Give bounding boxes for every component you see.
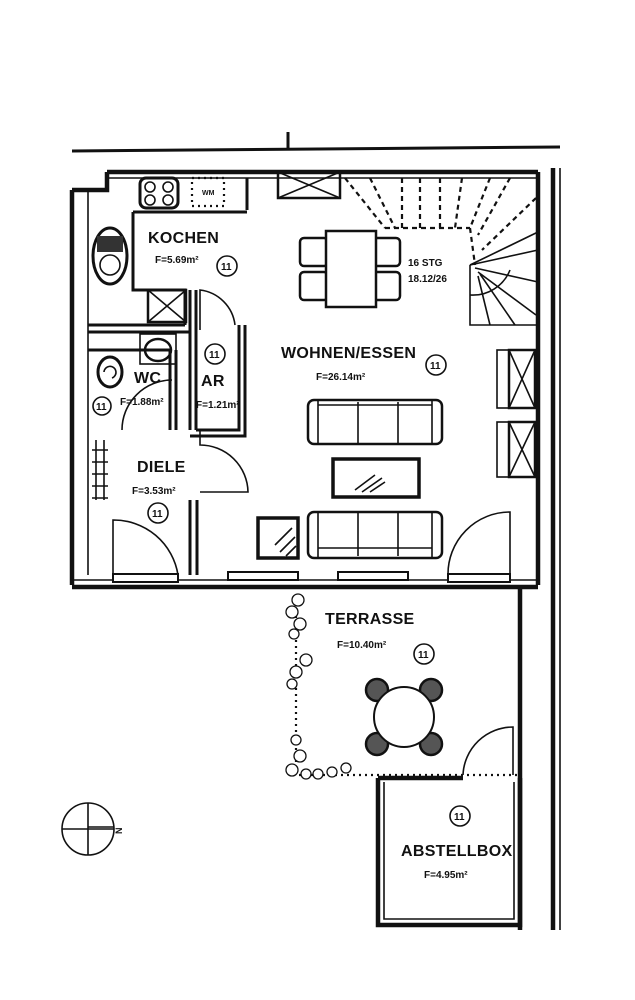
compass-north-label: N bbox=[114, 828, 124, 835]
room-ar: 11 AR F=1.21m² bbox=[196, 343, 240, 411]
terrace-table bbox=[364, 677, 444, 757]
tv-stand bbox=[256, 516, 300, 560]
room-name: KOCHEN bbox=[148, 230, 219, 247]
kitchen-counter: WM bbox=[91, 176, 226, 324]
abstellbox-door-swing bbox=[462, 726, 514, 776]
room-wohnen-essen: WOHNEN/ESSEN F=26.14m² 11 bbox=[281, 345, 447, 383]
room-name: WC bbox=[134, 370, 161, 387]
interior-walls bbox=[88, 178, 249, 575]
wardrobe bbox=[92, 440, 108, 500]
wc-fixtures bbox=[96, 333, 177, 389]
room-abstellbox: 11 ABSTELLBOX F=4.95m² bbox=[401, 805, 512, 881]
toilet-icon bbox=[96, 355, 124, 389]
staircase: 16 STG 18.12/26 bbox=[276, 170, 539, 326]
room-wc: WC F=1.88m² 11 bbox=[92, 370, 164, 416]
dining-table bbox=[298, 229, 402, 309]
room-area: F=5.69m² bbox=[155, 255, 199, 266]
stove-icon bbox=[138, 176, 180, 210]
wc-door-swing bbox=[121, 379, 173, 431]
room-name: WOHNEN/ESSEN bbox=[281, 345, 416, 362]
fridge-icon bbox=[146, 288, 188, 324]
terrace-door-swing bbox=[447, 511, 511, 576]
stair-steps-label: 16 STG bbox=[408, 258, 443, 269]
room-area: F=1.88m² bbox=[120, 397, 164, 408]
property-line bbox=[71, 132, 561, 153]
room-tag: 11 bbox=[152, 509, 163, 520]
diele-door-swing bbox=[199, 430, 249, 493]
room-tag: 11 bbox=[454, 812, 465, 823]
boundary-wall-right bbox=[550, 168, 561, 930]
room-tag: 11 bbox=[221, 262, 232, 273]
room-kochen: KOCHEN F=5.69m² 11 bbox=[148, 230, 238, 277]
room-area: F=4.95m² bbox=[424, 870, 468, 881]
sink-icon bbox=[91, 226, 129, 286]
room-area: F=3.53m² bbox=[132, 486, 176, 497]
terrace-hedge bbox=[285, 593, 520, 780]
windows-south bbox=[112, 571, 511, 583]
washbasin-icon bbox=[139, 333, 177, 365]
washing-machine-icon: WM bbox=[190, 176, 226, 208]
room-tag: 11 bbox=[209, 350, 220, 361]
doors bbox=[112, 289, 514, 776]
room-tag: 11 bbox=[96, 402, 107, 413]
appliance-label: WM bbox=[202, 190, 215, 197]
east-wall-cabinets bbox=[496, 348, 537, 479]
room-name: ABSTELLBOX bbox=[401, 843, 512, 860]
room-area: F=26.14m² bbox=[316, 372, 366, 383]
plant-cluster bbox=[285, 593, 352, 780]
room-tag: 11 bbox=[430, 361, 441, 372]
abstellbox-walls bbox=[375, 775, 523, 928]
entry-door-swing bbox=[112, 519, 179, 576]
room-name: TERRASSE bbox=[325, 611, 415, 628]
sofa-south bbox=[306, 510, 444, 560]
compass-north-arrow: N bbox=[61, 802, 124, 856]
room-area: F=10.40m² bbox=[337, 640, 387, 651]
room-area: F=1.21m² bbox=[196, 400, 240, 411]
room-terrasse: TERRASSE F=10.40m² 11 bbox=[325, 611, 435, 665]
exterior-walls bbox=[69, 169, 541, 590]
ar-door-swing bbox=[199, 289, 236, 330]
coffee-table bbox=[331, 457, 421, 499]
sofa-north bbox=[306, 398, 444, 446]
room-name: AR bbox=[201, 373, 225, 390]
room-tag: 11 bbox=[418, 650, 429, 661]
room-diele: DIELE F=3.53m² 11 bbox=[132, 459, 186, 524]
room-name: DIELE bbox=[137, 459, 186, 476]
stair-dimensions-label: 18.12/26 bbox=[408, 274, 447, 285]
